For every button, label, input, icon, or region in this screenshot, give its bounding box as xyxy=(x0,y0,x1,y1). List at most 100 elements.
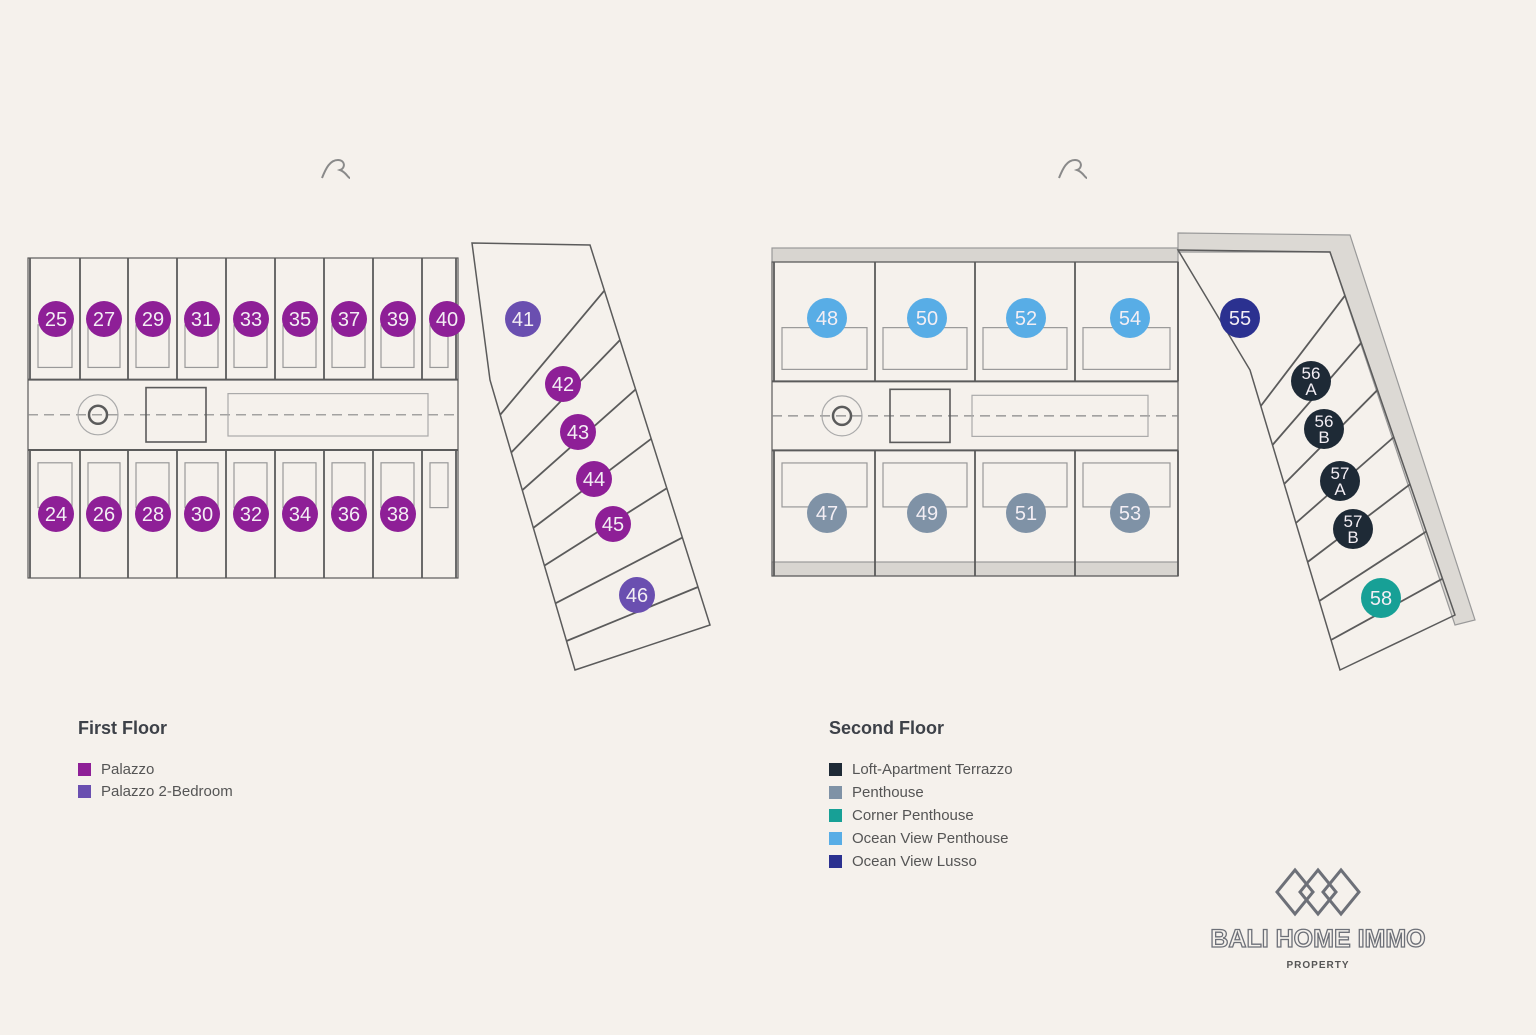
unit-circle xyxy=(331,496,367,532)
unit-circle xyxy=(38,496,74,532)
unit-circle xyxy=(380,301,416,337)
unit-marker-26[interactable]: 26 xyxy=(86,496,122,532)
unit-marker-48[interactable]: 48 xyxy=(807,298,847,338)
unit-number: 31 xyxy=(191,309,213,331)
unit-number: 43 xyxy=(567,422,589,444)
legend-item-palazzo: Palazzo xyxy=(78,759,233,779)
unit-circle xyxy=(505,301,541,337)
unit-marker-54[interactable]: 54 xyxy=(1110,298,1150,338)
unit-marker-53[interactable]: 53 xyxy=(1110,493,1150,533)
unit-marker-27[interactable]: 27 xyxy=(86,301,122,337)
unit-circle xyxy=(380,496,416,532)
unit-circle xyxy=(576,461,612,497)
unit-marker-25[interactable]: 25 xyxy=(38,301,74,337)
unit-circle xyxy=(1320,461,1360,501)
unit-marker-39[interactable]: 39 xyxy=(380,301,416,337)
legend-label: Penthouse xyxy=(852,784,924,801)
unit-circle xyxy=(38,301,74,337)
legend-swatch xyxy=(78,784,91,798)
unit-number: 39 xyxy=(387,309,409,331)
unit-circle xyxy=(1220,298,1260,338)
unit-number: 38 xyxy=(387,504,409,526)
unit-number: 50 xyxy=(916,308,938,330)
unit-circle xyxy=(331,301,367,337)
unit-marker-30[interactable]: 30 xyxy=(184,496,220,532)
unit-circle xyxy=(86,496,122,532)
unit-marker-50[interactable]: 50 xyxy=(907,298,947,338)
unit-number: 48 xyxy=(816,308,838,330)
unit-number: 49 xyxy=(916,503,938,525)
unit-marker-52[interactable]: 52 xyxy=(1006,298,1046,338)
legend-label: Ocean View Penthouse xyxy=(852,830,1009,847)
logo-name: BALI HOME IMMO xyxy=(1210,924,1427,953)
unit-marker-34[interactable]: 34 xyxy=(282,496,318,532)
unit-marker-41[interactable]: 41 xyxy=(505,301,541,337)
unit-circle xyxy=(233,496,269,532)
logo-subtitle: PROPERTY xyxy=(1286,960,1350,971)
unit-marker-58[interactable]: 58 xyxy=(1361,578,1401,618)
unit-circle xyxy=(1304,409,1344,449)
unit-circle xyxy=(184,496,220,532)
unit-marker-31[interactable]: 31 xyxy=(184,301,220,337)
unit-marker-51[interactable]: 51 xyxy=(1006,493,1046,533)
unit-marker-36[interactable]: 36 xyxy=(331,496,367,532)
unit-circle xyxy=(282,301,318,337)
legend-label: Corner Penthouse xyxy=(852,807,974,824)
unit-marker-42[interactable]: 42 xyxy=(545,366,581,402)
unit-marker-46[interactable]: 46 xyxy=(619,577,655,613)
unit-number: 40 xyxy=(436,309,458,331)
unit-marker-45[interactable]: 45 xyxy=(595,506,631,542)
unit-number: 52 xyxy=(1015,308,1037,330)
unit-circle xyxy=(1006,298,1046,338)
legend-item-palazzo-2-bedroom: Palazzo 2-Bedroom xyxy=(78,781,233,801)
legend-swatch xyxy=(829,855,842,868)
unit-number: 53 xyxy=(1119,503,1141,525)
legend-swatch xyxy=(829,832,842,845)
unit-number: 26 xyxy=(93,504,115,526)
unit-marker-38[interactable]: 38 xyxy=(380,496,416,532)
unit-number: 35 xyxy=(289,309,311,331)
unit-number: 51 xyxy=(1015,503,1037,525)
unit-circle xyxy=(1110,298,1150,338)
unit-circle xyxy=(429,301,465,337)
unit-marker-44[interactable]: 44 xyxy=(576,461,612,497)
unit-number: 55 xyxy=(1229,308,1251,330)
unit-circle xyxy=(282,496,318,532)
unit-marker-47[interactable]: 47 xyxy=(807,493,847,533)
unit-circle xyxy=(135,301,171,337)
unit-marker-43[interactable]: 43 xyxy=(560,414,596,450)
unit-number: 42 xyxy=(552,374,574,396)
unit-circle xyxy=(1110,493,1150,533)
unit-number: 32 xyxy=(240,504,262,526)
first-floor-title: First Floor xyxy=(78,718,167,738)
unit-marker-24[interactable]: 24 xyxy=(38,496,74,532)
legend-label: Palazzo 2-Bedroom xyxy=(101,782,233,800)
unit-marker-40[interactable]: 40 xyxy=(429,301,465,337)
unit-circle xyxy=(1333,509,1373,549)
legend-swatch xyxy=(78,762,91,776)
brand-logo: BALI HOME IMMO PROPERTY xyxy=(1196,866,1440,971)
unit-number: 58 xyxy=(1370,588,1392,610)
diamond-logo-icon xyxy=(1275,867,1361,917)
unit-number: 28 xyxy=(142,504,164,526)
legend-item-loft-apartment-terrazzo: Loft-Apartment Terrazzo xyxy=(829,759,1013,780)
unit-marker-37[interactable]: 37 xyxy=(331,301,367,337)
legend-swatch xyxy=(829,786,842,799)
unit-marker-29[interactable]: 29 xyxy=(135,301,171,337)
unit-marker-28[interactable]: 28 xyxy=(135,496,171,532)
unit-number: 44 xyxy=(583,469,605,491)
unit-marker-49[interactable]: 49 xyxy=(907,493,947,533)
unit-marker-55[interactable]: 55 xyxy=(1220,298,1260,338)
unit-circle xyxy=(907,298,947,338)
unit-marker-32[interactable]: 32 xyxy=(233,496,269,532)
unit-circle xyxy=(233,301,269,337)
unit-marker-33[interactable]: 33 xyxy=(233,301,269,337)
unit-marker-35[interactable]: 35 xyxy=(282,301,318,337)
